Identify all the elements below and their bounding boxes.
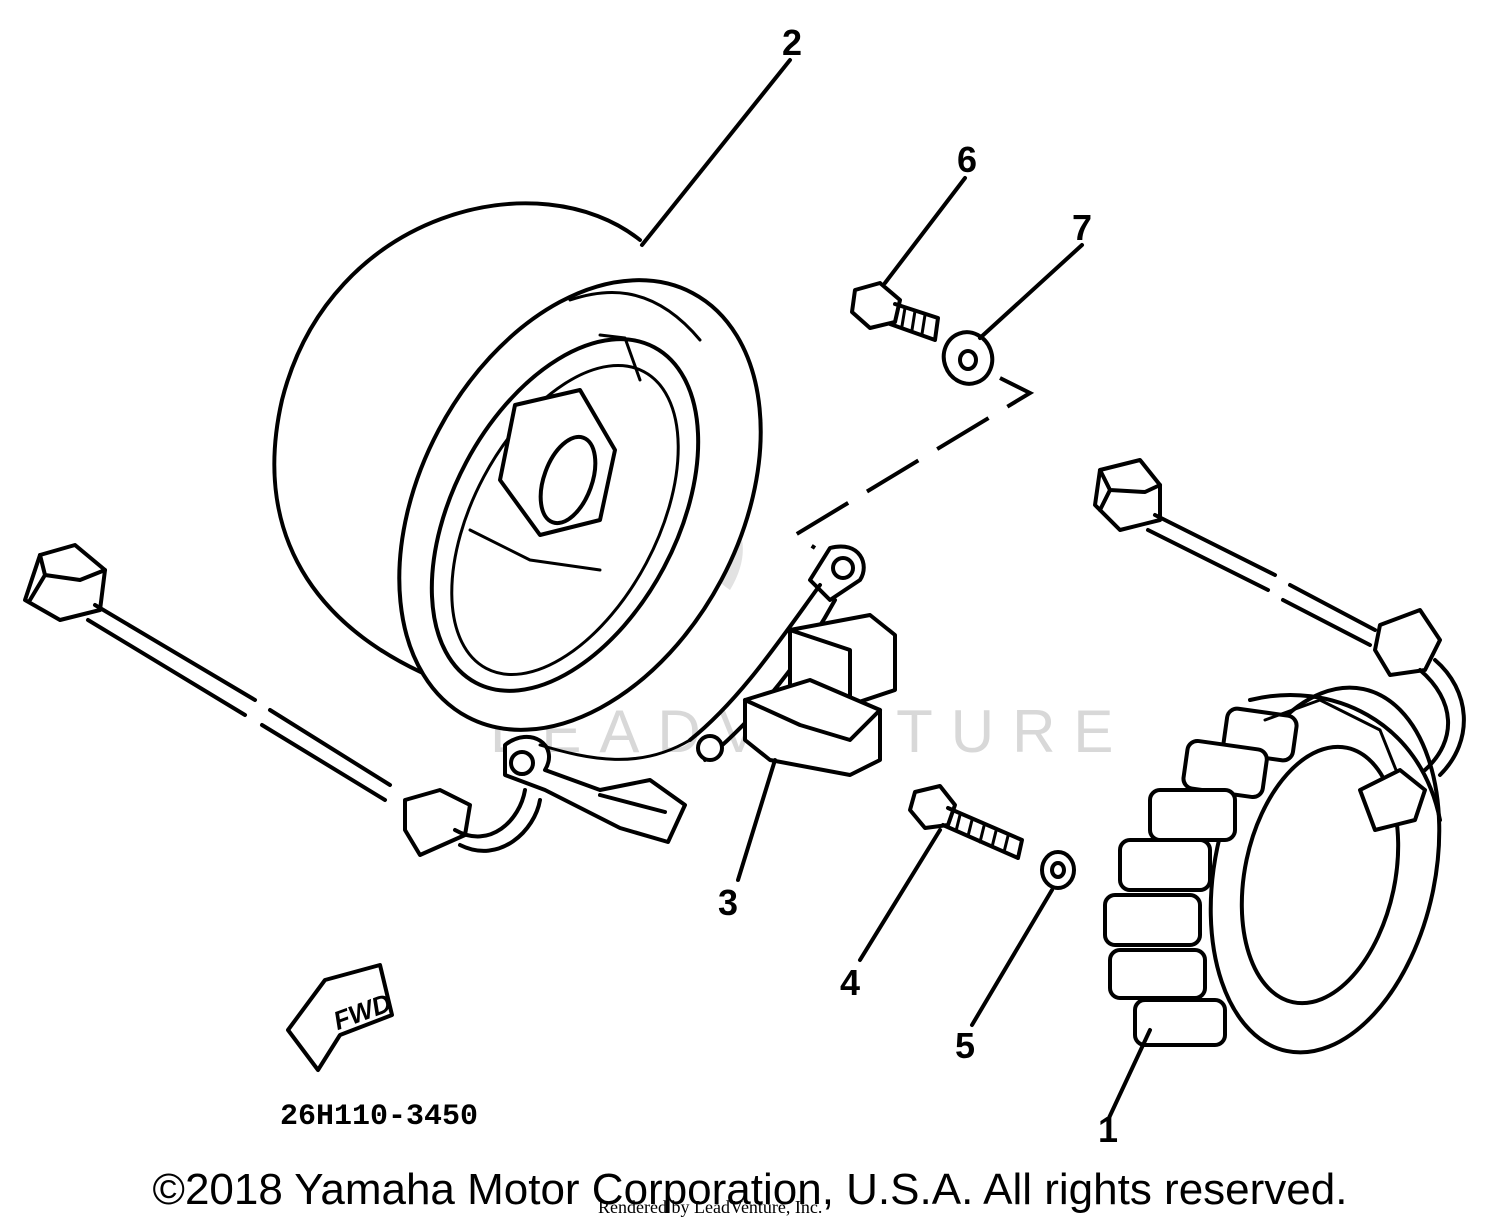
copyright-notice: ©2018 Yamaha Motor Corporation, U.S.A. A… xyxy=(152,1165,1348,1214)
pickup-coil-assembly xyxy=(503,544,897,844)
diagram-part-number: 26H110-3450 xyxy=(280,1100,478,1134)
screw-4 xyxy=(908,784,1024,860)
rendered-by-credit: Rendered by LeadVenture, Inc. xyxy=(598,1197,823,1217)
callout-2: 2 xyxy=(782,22,802,63)
dashed-alignment-line xyxy=(791,376,1035,550)
right-wire-connector xyxy=(1093,458,1466,832)
forward-direction-arrow: FWD xyxy=(286,963,395,1072)
bolt-6 xyxy=(850,281,940,342)
stator-assembly xyxy=(1103,685,1442,1055)
leader-lines xyxy=(640,58,1152,1122)
left-wire-connector xyxy=(23,543,542,857)
callout-7: 7 xyxy=(1072,207,1092,248)
washer-5 xyxy=(1040,850,1076,890)
callout-3: 3 xyxy=(718,882,738,923)
callout-1: 1 xyxy=(1098,1109,1118,1150)
callout-4: 4 xyxy=(840,962,860,1003)
washer-7 xyxy=(941,330,995,386)
callout-labels: 1 2 3 4 5 6 7 xyxy=(718,22,1118,1150)
stator-poles xyxy=(1103,698,1402,1047)
callout-6: 6 xyxy=(957,139,977,180)
callout-5: 5 xyxy=(955,1025,975,1066)
flywheel-rotor xyxy=(272,201,763,732)
